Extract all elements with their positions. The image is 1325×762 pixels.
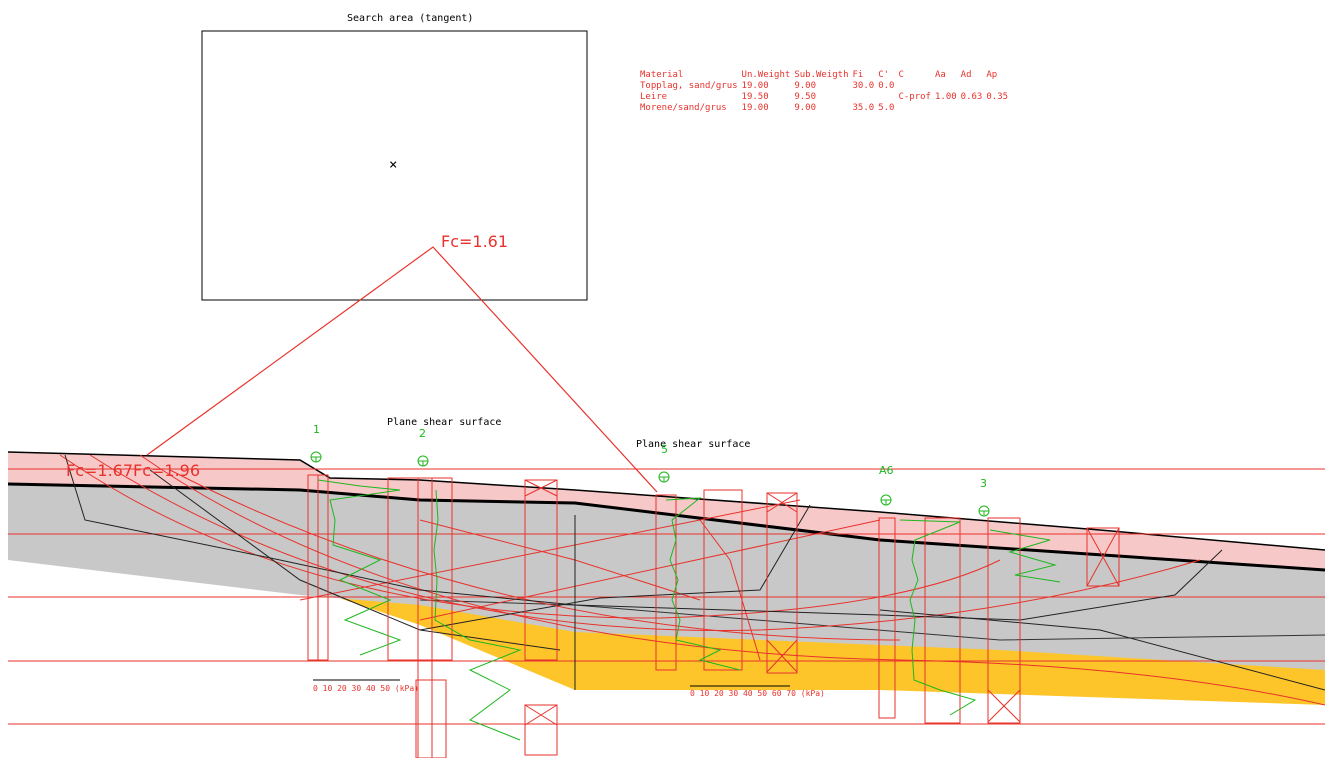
cell: 5.0 [878,103,895,113]
cell [986,81,1012,92]
col-material: Material [640,70,684,80]
borehole-label-2: 2 [419,427,426,440]
topsoil-layer [8,452,1325,570]
scale-right: 0 10 20 30 40 50 60 70 (kPa) [690,689,825,698]
factor-main: Fc=1.61 [441,232,509,251]
col-aa: Aa [934,70,946,80]
factor-left-b: Fc=1.96 [133,461,201,480]
slip-surfaces [59,454,1325,706]
topsoil-base [7,482,1325,572]
cell: 9.00 [794,81,817,91]
col-sub-weight: Sub.Weigth [794,70,849,80]
shear-label-1: Plane shear surface [387,417,502,428]
borehole-columns [307,474,1120,759]
cell: 0.35 [986,92,1009,102]
material-header-row: Material Un.Weight Sub.Weigth Fi C' C Aa… [640,70,1012,81]
cell [878,92,898,103]
cell [961,103,987,114]
cell: 1.00 [934,92,957,102]
borehole-label-1: 1 [313,423,320,436]
cell [898,81,935,92]
material-row: Morene/sand/grus 19.00 9.00 35.0 5.0 [640,103,1012,114]
reference-lines [8,468,1325,725]
search-center-marker: × [389,157,398,173]
col-ad: Ad [960,70,972,80]
cell: 19.50 [741,92,769,102]
cell [935,103,961,114]
cell: 19.00 [741,103,769,113]
cell: 9.50 [794,92,817,102]
cell [986,103,1012,114]
cell [898,103,935,114]
material-table: Material Un.Weight Sub.Weigth Fi C' C Aa… [640,70,1012,114]
borehole-label-3: 3 [980,477,987,490]
borehole-label-5: 5 [661,443,668,456]
cell: Morene/sand/grus [640,103,727,113]
search-area-box [201,30,588,301]
cell [961,81,987,92]
cell: 9.00 [794,103,817,113]
col-c-prime: C' [878,70,890,80]
search-area-title: Search area (tangent) [347,13,474,24]
critical-wedge [146,246,658,493]
material-row: Topplag, sand/grus 19.00 9.00 30.0 0.0 [640,81,1012,92]
cell: 0.63 [960,92,983,102]
material-row: Leire 19.50 9.50 C-prof 1.00 0.63 0.35 [640,92,1012,103]
shear-label-2: Plane shear surface [636,439,751,450]
borehole-label-a6: A6 [879,464,894,477]
cell: 19.00 [741,81,769,91]
cell [935,81,961,92]
col-unit-weight: Un.Weight [741,70,791,80]
cell: C-prof [898,92,931,102]
cell: Leire [640,92,668,102]
trial-surfaces-black [64,454,1325,691]
col-c: C [898,70,904,80]
cell: 0.0 [878,81,895,91]
ground-surface [7,451,1325,551]
sounding-traces [317,479,1061,741]
scale-rulers [313,679,790,687]
cell: 30.0 [852,81,875,91]
clay-base [419,599,1325,641]
cell [853,92,879,103]
scale-left: 0 10 20 30 40 50 (kPa) [313,684,419,693]
clay-layer [8,484,1325,670]
borehole-symbols [310,451,990,517]
col-ap: Ap [986,70,998,80]
cell: Topplag, sand/grus [640,81,738,91]
factor-left-a: Fc=1.67 [66,461,134,480]
col-fi: Fi [852,70,864,80]
cell: 35.0 [852,103,875,113]
